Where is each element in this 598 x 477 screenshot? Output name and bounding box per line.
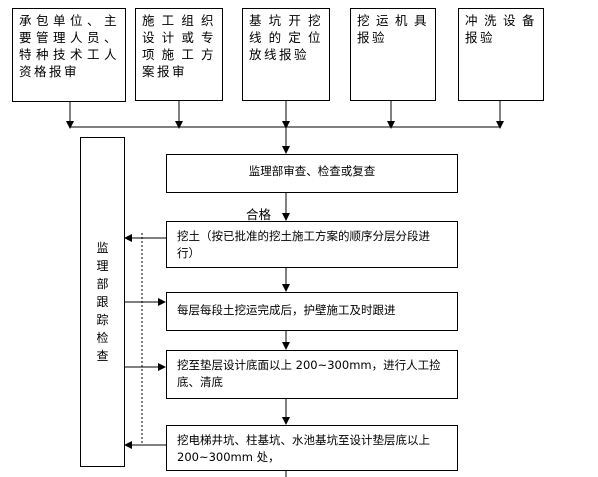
top-box-machinery: 挖运机具报验 bbox=[350, 8, 436, 101]
step-review: 监理部审查、检查或复查 bbox=[166, 154, 458, 193]
side-box-tracking-text: 监理部跟踪检查 bbox=[96, 241, 109, 363]
step-pit-excavation: 挖电梯井坑、柱基坑、水池基坑至设计垫层底以上 200~300mm 处， bbox=[166, 425, 458, 471]
top-box-positioning: 基坑开挖线的定位放线报验 bbox=[242, 8, 330, 101]
top-box-positioning-text: 基坑开挖线的定位放线报验 bbox=[249, 13, 323, 62]
top-box-construction-plan: 施工组织设计或专项施工方案报审 bbox=[135, 8, 223, 101]
top-box-construction-plan-text: 施工组织设计或专项施工方案报审 bbox=[142, 13, 216, 79]
top-box-machinery-text: 挖运机具报验 bbox=[357, 13, 429, 45]
step-review-text: 监理部审查、检查或复查 bbox=[248, 164, 376, 178]
top-box-qualification-text: 承包单位、主要管理人员、特种技术工人资格报审 bbox=[19, 13, 119, 79]
step-layer-support-text: 每层每段土挖运完成后，护壁施工及时跟进 bbox=[177, 303, 396, 317]
step-pit-excavation-text: 挖电梯井坑、柱基坑、水池基坑至设计垫层底以上 200~300mm 处， bbox=[177, 433, 430, 464]
step-bottom-clearing: 挖至垫层设计底面以上 200~300mm，进行人工捡底、清底 bbox=[166, 350, 458, 399]
step-bottom-clearing-text: 挖至垫层设计底面以上 200~300mm，进行人工捡底、清底 bbox=[177, 358, 441, 389]
top-box-washing-text: 冲洗设备报验 bbox=[465, 13, 537, 45]
top-box-washing: 冲洗设备报验 bbox=[458, 8, 544, 101]
side-box-tracking: 监理部跟踪检查 bbox=[80, 137, 125, 467]
top-box-qualification: 承包单位、主要管理人员、特种技术工人资格报审 bbox=[12, 8, 126, 102]
pass-label: 合格 bbox=[246, 207, 272, 222]
step-excavate: 挖土（按已批准的挖土施工方案的顺序分层分段进行） bbox=[166, 221, 458, 268]
step-layer-support: 每层每段土挖运完成后，护壁施工及时跟进 bbox=[166, 292, 458, 331]
step-excavate-text: 挖土（按已批准的挖土施工方案的顺序分层分段进行） bbox=[177, 229, 430, 260]
